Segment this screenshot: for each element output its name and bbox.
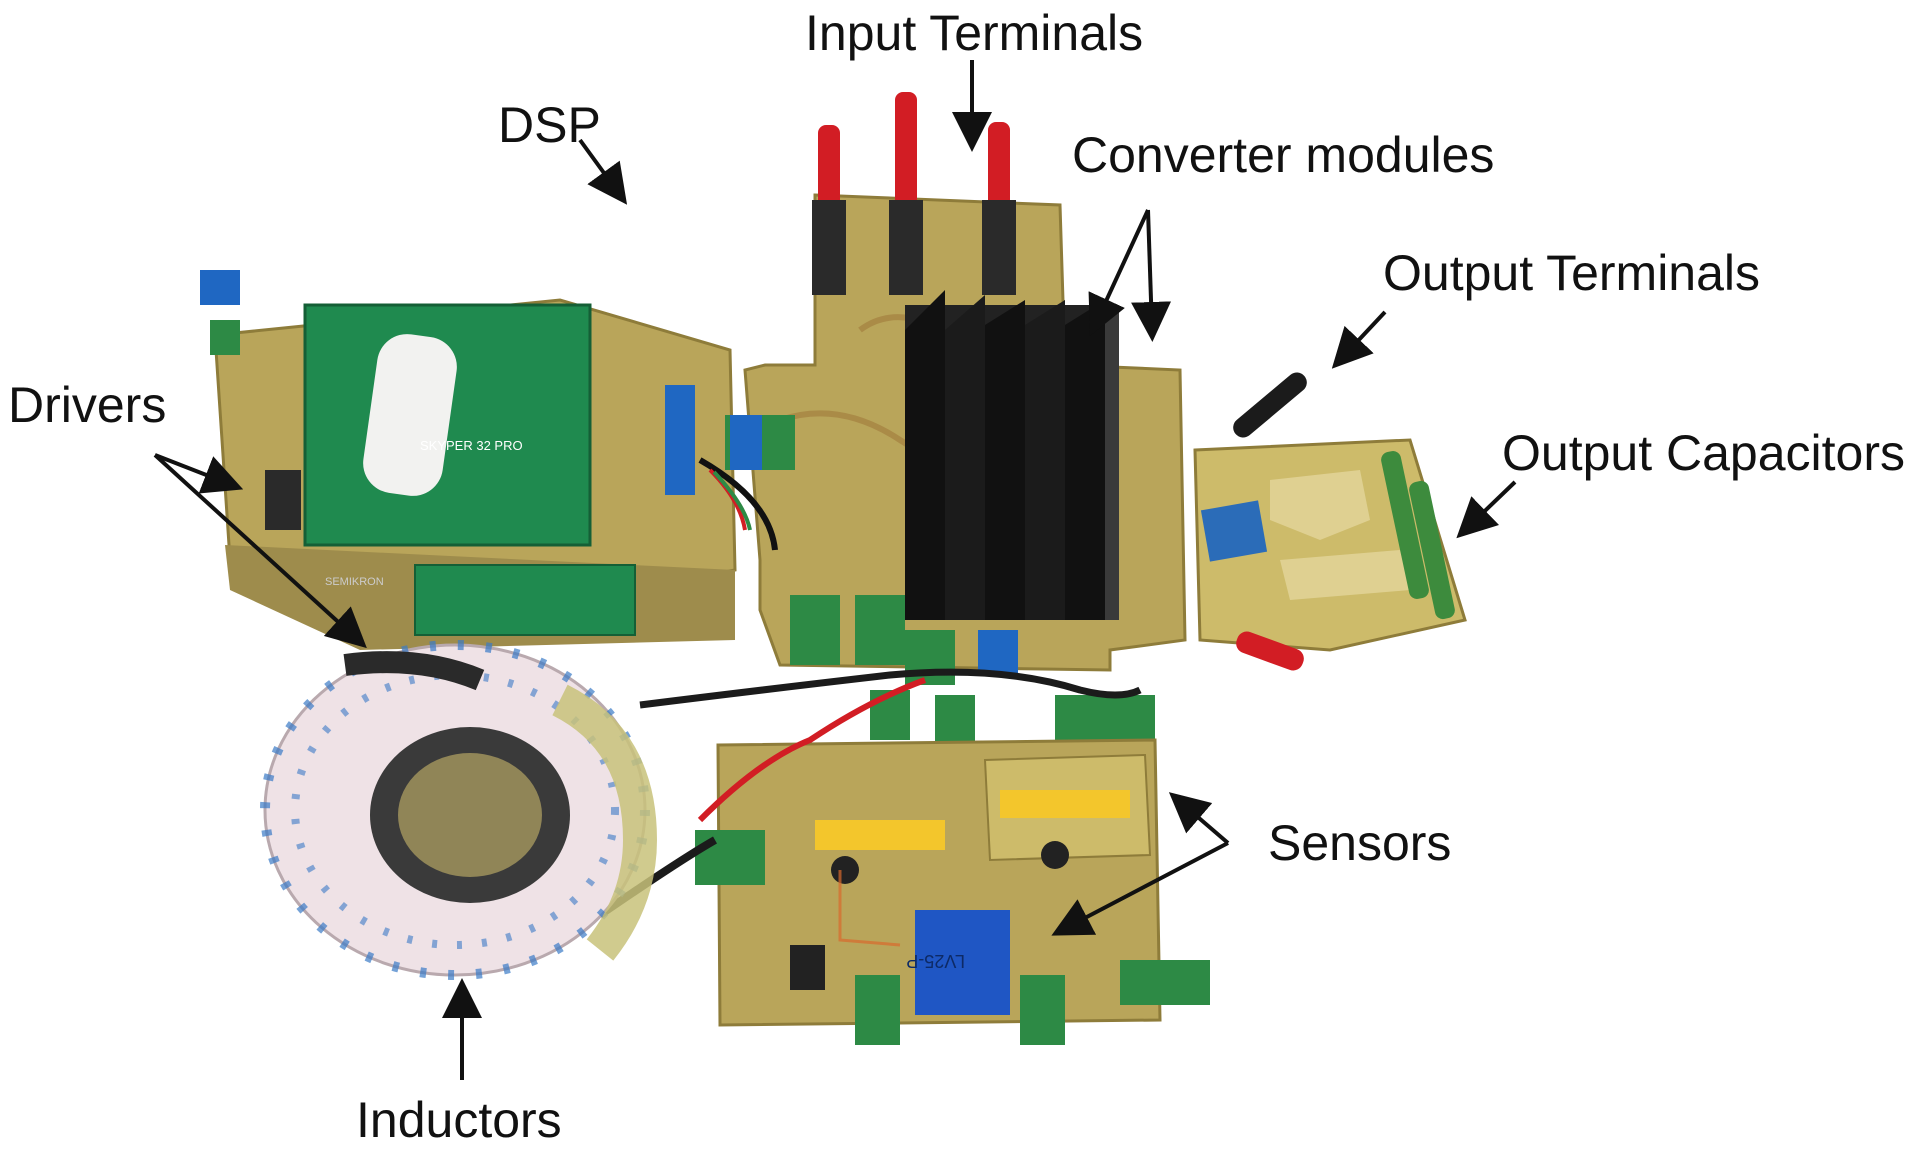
label-drivers: Drivers [8,377,167,433]
heatsink [905,290,1119,620]
label-dsp: DSP [498,97,601,153]
label-inductors: Inductors [356,1092,562,1148]
label-output-capacitors: Output Capacitors [1502,425,1905,481]
sensor-board: LV25-P [695,738,1210,1045]
driver-brand-label: SEMIKRON [325,576,384,588]
label-converter-modules: Converter modules [1072,127,1495,183]
driver-module-label: SKYPER 32 PRO [420,438,523,453]
label-input-terminals: Input Terminals [805,5,1144,61]
dsp-driver-stack: SKYPER 32 PRO SEMIKRON [200,270,795,650]
input-terminals [812,92,1016,295]
label-output-terminals: Output Terminals [1383,245,1761,301]
terminal-blocks [790,595,1155,765]
output-capacitor-board [1193,372,1467,671]
toroidal-inductor [260,640,658,980]
voltage-sensor-label: LV25-P [906,951,965,971]
label-sensors: Sensors [1268,815,1452,871]
